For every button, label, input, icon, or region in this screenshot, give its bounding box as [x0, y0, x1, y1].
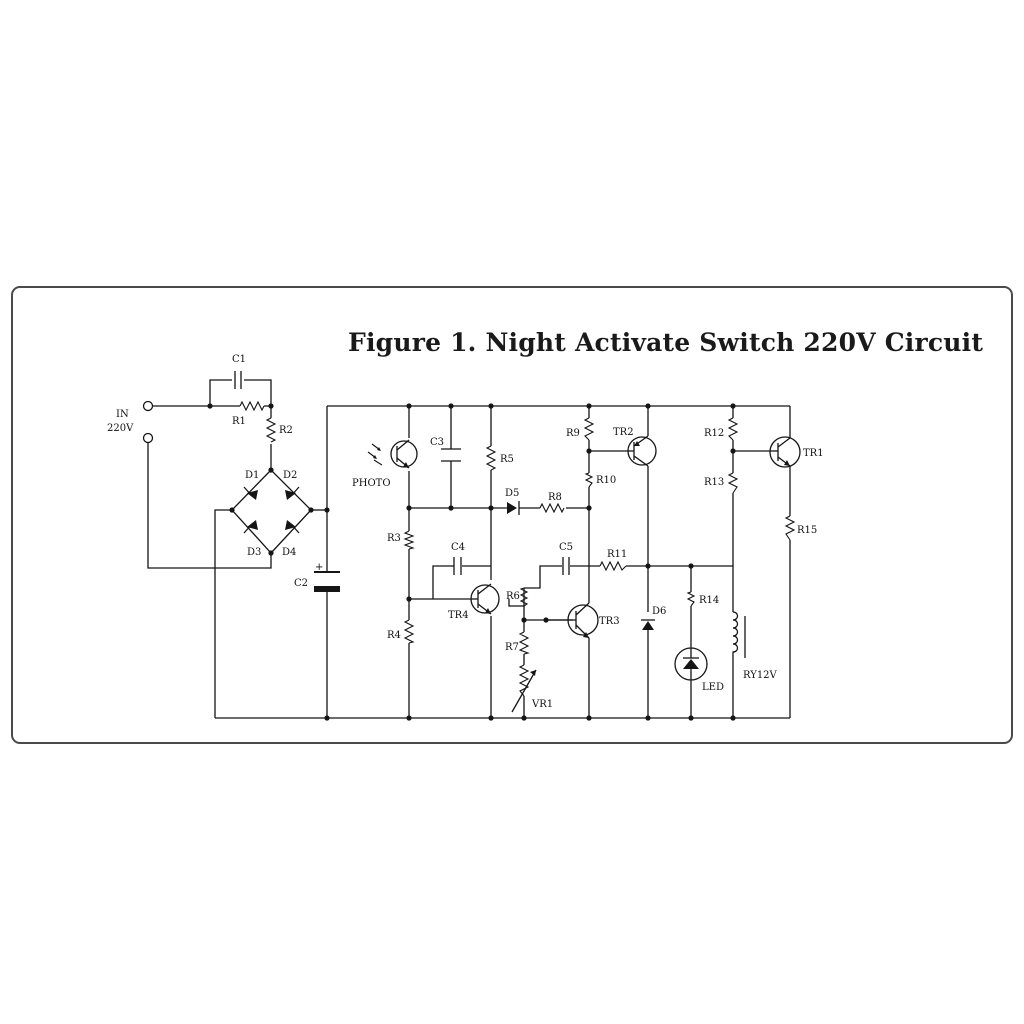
label-r4: R4	[387, 630, 401, 641]
resistor-r13: R13	[704, 472, 739, 494]
label-r8: R8	[548, 492, 562, 503]
label-c3: C3	[430, 437, 444, 448]
led: LED	[674, 647, 724, 693]
resistor-r7: R7	[505, 631, 530, 655]
resistor-r15: R15	[784, 515, 817, 541]
resistor-r2: R2	[265, 417, 293, 443]
transistor-tr4: TR4	[448, 583, 500, 621]
phototransistor: PHOTO	[352, 439, 418, 489]
label-tr4: TR4	[448, 610, 469, 621]
capacitor-c5: C5	[559, 542, 573, 575]
label-c1: C1	[232, 354, 246, 365]
transistor-tr3: TR3	[546, 602, 620, 639]
label-r11: R11	[607, 549, 627, 560]
figure-frame	[11, 286, 1013, 744]
input-terminals: IN 220V	[107, 400, 154, 444]
resistor-r6: R6	[506, 587, 529, 607]
resistor-r14: R14	[686, 591, 719, 607]
label-vr1: VR1	[531, 699, 553, 710]
capacitor-c2: + C2	[294, 562, 340, 592]
label-d3: D3	[247, 547, 261, 558]
label-tr3: TR3	[599, 616, 620, 627]
diode-d5: D5	[505, 488, 520, 515]
label-r6: R6	[506, 591, 520, 602]
label-r7: R7	[505, 642, 519, 653]
label-tr1: TR1	[803, 448, 824, 459]
label-r15: R15	[797, 525, 817, 536]
transistor-tr1: TR1	[769, 436, 824, 468]
label-d6: D6	[652, 606, 666, 617]
input-label-voltage: 220V	[107, 423, 134, 434]
label-r3: R3	[387, 533, 401, 544]
label-r10: R10	[596, 475, 616, 486]
resistor-r9: R9	[566, 417, 595, 441]
relay-ry12v: RY12V	[732, 611, 778, 681]
capacitor-c4: C4	[451, 542, 465, 575]
input-label-in: IN	[116, 409, 129, 420]
label-led: LED	[702, 682, 724, 693]
label-d2: D2	[283, 470, 297, 481]
label-r5: R5	[500, 454, 514, 465]
resistor-r1: R1	[232, 400, 265, 427]
label-d4: D4	[282, 547, 296, 558]
label-r1: R1	[232, 416, 246, 427]
label-ry12v: RY12V	[743, 670, 778, 681]
resistor-r12: R12	[704, 417, 739, 441]
label-c5: C5	[559, 542, 573, 553]
label-r14: R14	[699, 595, 719, 606]
resistor-r4: R4	[387, 619, 415, 644]
diode-d6: D6	[641, 606, 666, 630]
resistor-r3: R3	[387, 530, 415, 550]
label-photo: PHOTO	[352, 478, 391, 489]
transistor-tr2: TR2	[613, 427, 657, 467]
label-d1: D1	[245, 470, 259, 481]
label-r2: R2	[279, 425, 293, 436]
bridge-rectifier: D1 D2 D3 D4	[231, 469, 312, 558]
label-d5: D5	[505, 488, 519, 499]
figure-title: Figure 1. Night Activate Switch 220V Cir…	[348, 328, 984, 357]
label-tr2: TR2	[613, 427, 634, 438]
resistor-r8: R8	[539, 492, 565, 514]
label-c2: C2	[294, 578, 308, 589]
label-c2-polarity: +	[315, 562, 323, 573]
resistor-r10: R10	[584, 472, 616, 488]
resistor-r5: R5	[485, 445, 514, 471]
capacitor-c1: C1	[232, 354, 246, 389]
label-c4: C4	[451, 542, 465, 553]
resistor-r11: R11	[599, 549, 627, 572]
label-r13: R13	[704, 477, 724, 488]
label-r9: R9	[566, 428, 580, 439]
label-r12: R12	[704, 428, 724, 439]
potentiometer-vr1: VR1	[511, 664, 553, 713]
capacitor-c3: C3	[430, 437, 461, 462]
